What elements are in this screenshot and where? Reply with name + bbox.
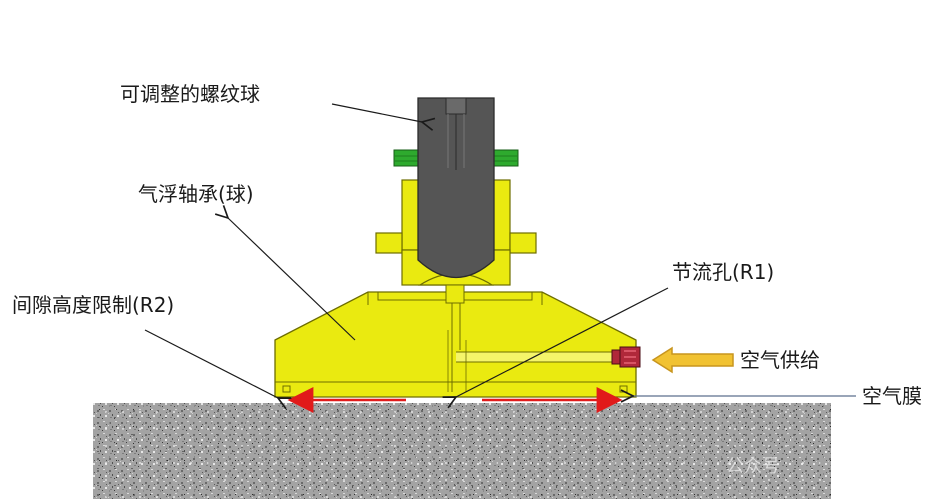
label-air-supply: 空气供给: [740, 348, 820, 372]
label-air-film: 空气膜: [862, 384, 922, 408]
bearing-pad: [274, 291, 637, 398]
label-air-bearing-ball: 气浮轴承(球): [138, 182, 254, 206]
adjustable-ball-bolt: [417, 97, 495, 279]
leader-gap: [144, 329, 278, 398]
leader-orifice: [456, 287, 669, 397]
left-arrow-icon: [651, 346, 734, 374]
leader-bearing: [228, 218, 356, 341]
leader-ball: [331, 103, 422, 122]
label-gap-limit: 间隙高度限制(R2): [12, 293, 175, 317]
leader-lines: [144, 103, 669, 398]
air-fitting: [611, 346, 641, 368]
granite-surface: [93, 403, 831, 499]
label-orifice: 节流孔(R1): [672, 260, 775, 284]
watermark-text: 公众号: [726, 456, 780, 477]
label-adjustable-ball: 可调整的螺纹球: [120, 82, 260, 106]
